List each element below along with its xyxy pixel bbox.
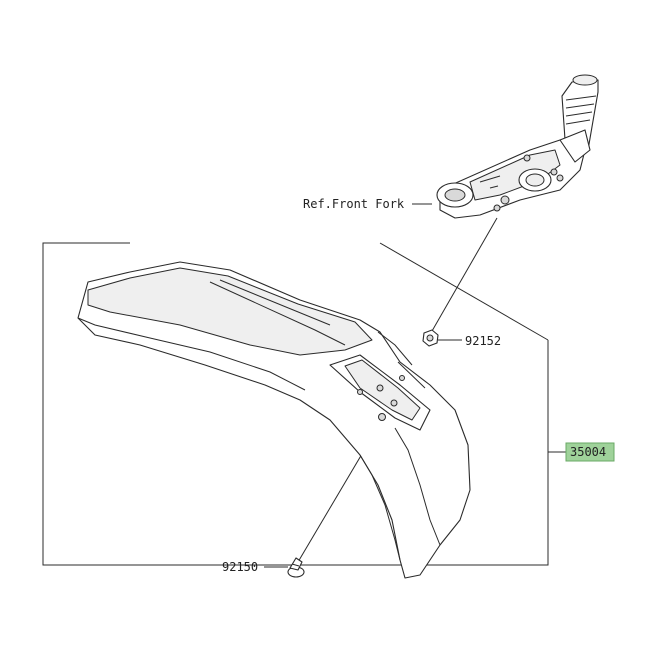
front-fork-ref-label: Ref.Front Fork <box>303 197 405 211</box>
part-number-35004: 35004 <box>570 445 606 459</box>
front-fender <box>77 261 471 579</box>
part-number-92150: 92150 <box>222 560 258 574</box>
front-fork-triple-clamp <box>436 74 599 219</box>
part-number-35004-highlight <box>565 442 615 462</box>
bolt-92150 <box>287 557 305 578</box>
part-number-92152: 92152 <box>465 334 501 348</box>
nut-92152 <box>422 329 439 347</box>
assembly-frame <box>42 242 549 566</box>
assembly-frame-top <box>379 242 549 341</box>
fork-to-fender-axis <box>427 217 498 339</box>
